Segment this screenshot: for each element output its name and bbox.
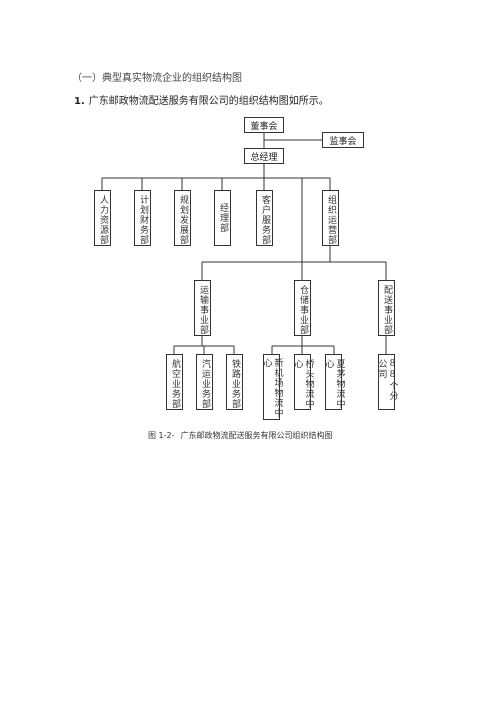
section-heading: （一）典型真实物流企业的组织结构图 (72, 73, 242, 84)
dept-finance: 计划财务部 (134, 190, 151, 246)
intro-text: 广东邮政物流配送服务有限公司的组织结构图如所示。 (88, 96, 329, 107)
center-qiaotou: 桥头物流中心 (293, 354, 314, 410)
dept-customer-service: 客户服务部 (256, 190, 273, 246)
division-delivery: 配送事业部 (378, 280, 395, 336)
supervisors-box: 监事会 (322, 132, 364, 148)
division-transport: 运输事业部 (194, 280, 211, 336)
intro-paragraph: 1.广东邮政物流配送服务有限公司的组织结构图如所示。 (74, 92, 329, 107)
board-box: 董事会 (244, 117, 284, 133)
branch-companies: 88个分公司 (377, 354, 398, 410)
gm-box: 总经理 (244, 148, 284, 164)
dept-manager: 经理部 (214, 190, 231, 246)
division-storage: 仓储事业部 (294, 280, 311, 336)
dept-planning: 规划发展部 (174, 190, 191, 246)
caption-label: 图 1-2- (148, 431, 175, 440)
unit-road: 汽运业务部 (196, 354, 213, 410)
unit-air: 航空业务部 (166, 354, 183, 410)
unit-rail: 铁路业务部 (226, 354, 243, 410)
intro-number: 1. (74, 96, 85, 107)
dept-hr: 人力资源部 (94, 190, 111, 246)
center-new-airport: 新机场物流中心 (262, 354, 283, 420)
dept-operations: 组织运营部 (322, 190, 339, 246)
center-xiamao: 夏茅物流中心 (324, 354, 345, 410)
caption-text: 广东邮政物流配送服务有限公司组织结构图 (180, 431, 333, 440)
figure-caption: 图 1-2- 广东邮政物流配送服务有限公司组织结构图 (148, 430, 339, 441)
